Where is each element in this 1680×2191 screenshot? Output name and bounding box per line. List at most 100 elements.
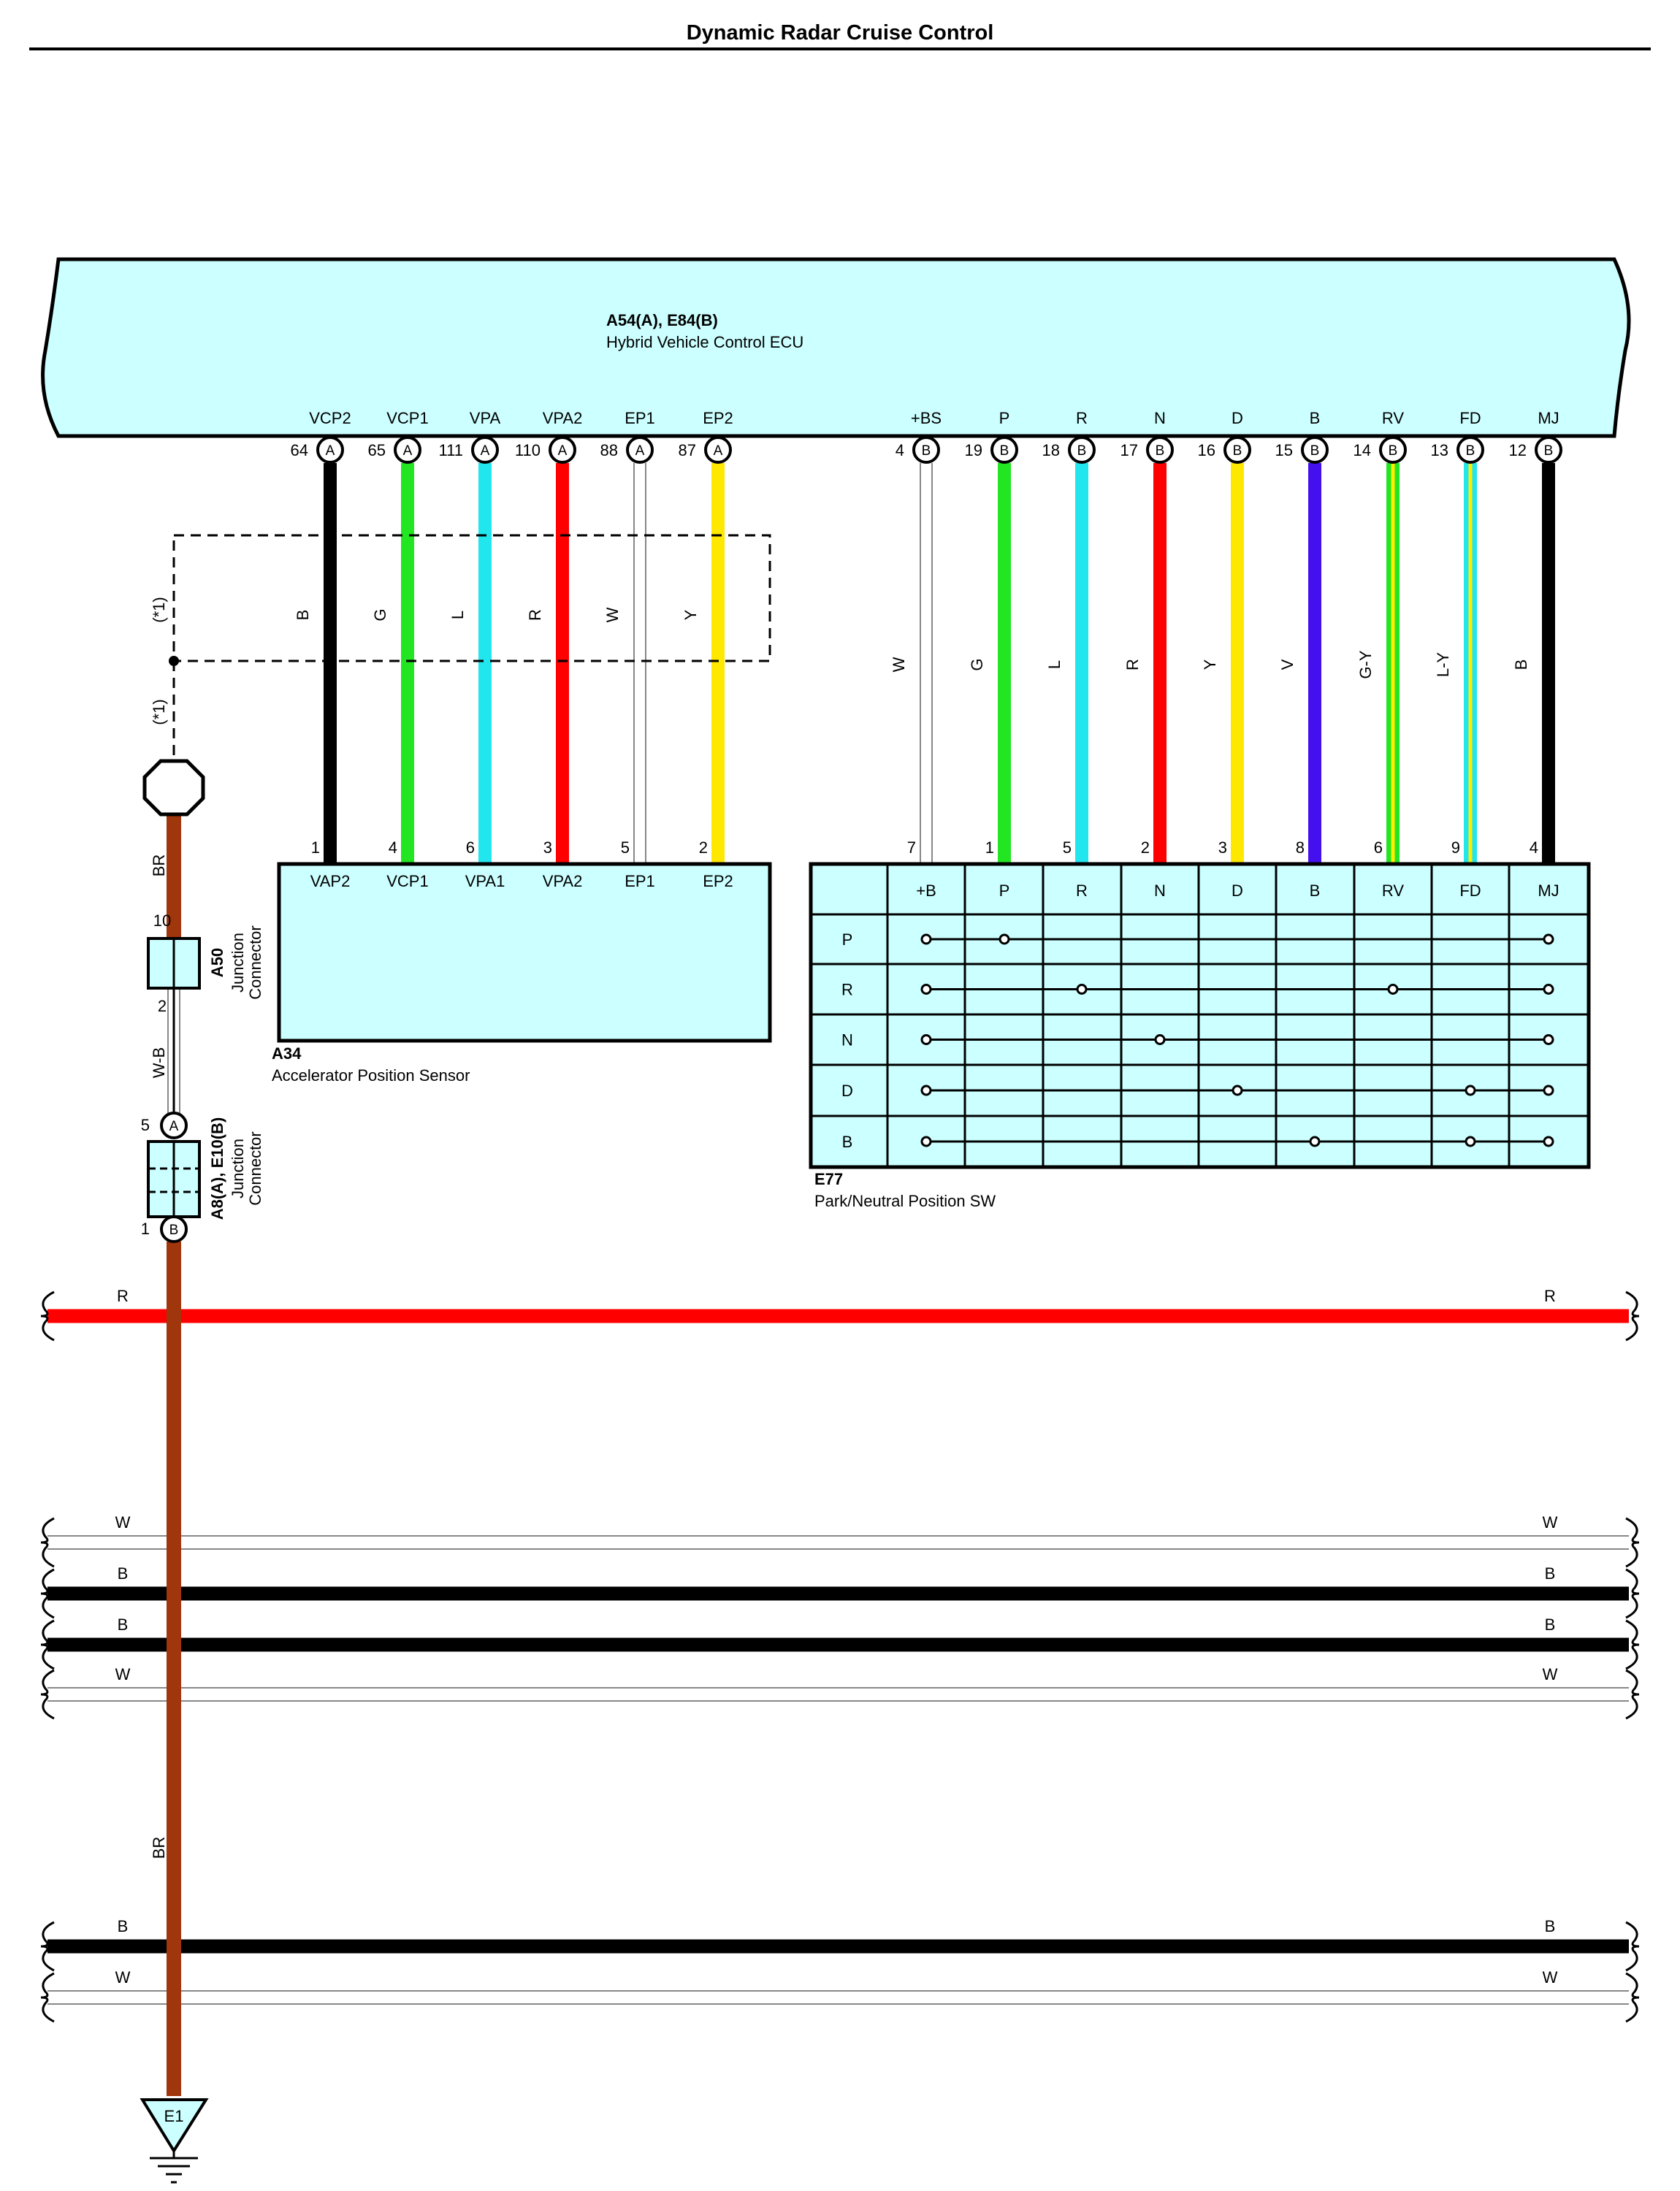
bus-break-right <box>1625 1921 1640 1972</box>
ecu-pin-connector-letter: A <box>558 443 568 459</box>
ecu-pin-number: 111 <box>439 441 463 459</box>
ecu-pin-connector-letter: A <box>326 443 335 459</box>
ecu-pin-connector <box>704 436 732 464</box>
bus-label: B <box>118 1564 129 1583</box>
ecu-pin-connector-letter: B <box>1000 443 1009 459</box>
sensor-pin-number: 5 <box>621 838 630 857</box>
bus-break-left <box>40 1619 55 1670</box>
ecu-pin-label: RV <box>1382 409 1404 427</box>
bus-label: B <box>118 1615 129 1634</box>
ecu-pin-number: 15 <box>1275 441 1293 459</box>
bus-break-left <box>40 1568 55 1619</box>
ecu-pin-connector-letter: B <box>1466 443 1475 459</box>
bus-break-left <box>40 1290 55 1342</box>
shield-note: (*1) <box>150 699 168 724</box>
switch-pin-number: 7 <box>907 838 916 857</box>
sensor-pin-number: 4 <box>389 838 397 857</box>
switch-column-label: RV <box>1382 882 1404 900</box>
ground-symbol <box>140 2098 209 2154</box>
ecu-pin-number: 64 <box>291 441 308 459</box>
bus-label: R <box>117 1287 129 1305</box>
bus-break-right <box>1625 1669 1640 1720</box>
sensor-pin-label: EP1 <box>625 872 655 890</box>
switch-contact-dot <box>920 1085 932 1096</box>
ecu-pin-number: 12 <box>1509 441 1527 459</box>
junction-a8-connector-letter: B <box>169 1223 179 1238</box>
ecu-pin-number: 16 <box>1198 441 1215 459</box>
ecu-pin-label: MJ <box>1538 409 1559 427</box>
junction-a8-name: Connector <box>246 1131 264 1206</box>
bus-label: W <box>1543 1665 1558 1683</box>
page-title: Dynamic Radar Cruise Control <box>687 21 994 45</box>
ecu-pin-label: P <box>999 409 1010 427</box>
sensor-pin-number: 3 <box>543 838 552 857</box>
switch-column-label: B <box>1310 882 1321 900</box>
switch-row-label: R <box>841 981 853 999</box>
junction-a8-code: A8(A), E10(B) <box>208 1117 226 1220</box>
bus-label: B <box>1545 1917 1556 1935</box>
ground-wire-label: BR <box>150 1837 168 1859</box>
wire-color-label: L-Y <box>1434 652 1452 678</box>
switch-column-label: MJ <box>1538 882 1559 900</box>
wire-color-label: G <box>968 658 986 670</box>
bus-label: R <box>1544 1287 1556 1305</box>
switch-row-label: B <box>842 1133 853 1151</box>
junction-a50-pin: 2 <box>158 997 167 1015</box>
junction-a50-name: Junction <box>229 933 247 993</box>
switch-pin-number: 5 <box>1063 838 1072 857</box>
wire-color-label: B <box>1512 659 1530 670</box>
sensor-name: Accelerator Position Sensor <box>272 1066 470 1085</box>
sensor-pin-label: VPA1 <box>465 872 505 890</box>
switch-contact-dot <box>1076 984 1088 995</box>
switch-contact-dot <box>1387 984 1399 995</box>
ecu-pin-number: 14 <box>1353 441 1371 459</box>
wire-color-label: W <box>890 657 908 672</box>
switch-column-label: D <box>1232 882 1243 900</box>
wire-color-label: Y <box>1201 659 1219 670</box>
ecu-pin-label: VPA2 <box>543 409 583 427</box>
ecu-pin-number: 65 <box>368 441 386 459</box>
ecu-pin-label: EP2 <box>703 409 733 427</box>
junction-a8-connector <box>160 1215 188 1243</box>
ecu-pin-label: EP1 <box>625 409 655 427</box>
ecu-pin-connector <box>549 436 576 464</box>
bus-label: W <box>115 1665 131 1683</box>
shield-ground-connector <box>142 759 205 817</box>
bus-break-right <box>1625 1619 1640 1670</box>
switch-contact-dot <box>1543 933 1554 945</box>
switch-pin-number: 8 <box>1296 838 1305 857</box>
bus-label: B <box>1545 1564 1556 1583</box>
switch-column-label: +B <box>916 882 936 900</box>
sensor-pin-label: VAP2 <box>310 872 351 890</box>
switch-contact-dot <box>1232 1085 1243 1096</box>
ecu-pin-label: FD <box>1459 409 1481 427</box>
ecu-pin-connector <box>394 436 421 464</box>
switch-contact-dot <box>920 984 932 995</box>
wire-color-label: R <box>526 609 544 621</box>
ecu-box <box>41 257 1631 438</box>
wire-color-label: R <box>1123 659 1142 670</box>
bus-break-right <box>1625 1568 1640 1619</box>
ecu-pin-connector <box>316 436 344 464</box>
junction-a8-connector <box>160 1112 188 1139</box>
switch-column-label: P <box>999 882 1010 900</box>
switch-column-label: FD <box>1459 882 1481 900</box>
ecu-pin-connector-letter: A <box>481 443 490 459</box>
bus-label: W <box>115 1968 131 1987</box>
bus-break-right <box>1625 1290 1640 1342</box>
ecu-pin-label: VPA <box>470 409 501 427</box>
ecu-pin-connector <box>1379 436 1407 464</box>
bus-break-left <box>40 1921 55 1972</box>
switch-contact-dot <box>1465 1085 1476 1096</box>
sensor-pin-label: VCP1 <box>386 872 428 890</box>
switch-name: Park/Neutral Position SW <box>814 1192 996 1210</box>
ecu-pin-label: B <box>1310 409 1321 427</box>
ecu-pin-connector-letter: B <box>1156 443 1165 459</box>
ecu-pin-number: 110 <box>515 441 541 459</box>
ecu-pin-label: R <box>1076 409 1088 427</box>
wires-layer <box>47 463 1629 2096</box>
switch-pin-number: 4 <box>1530 838 1538 857</box>
bus-break-left <box>40 1517 55 1568</box>
